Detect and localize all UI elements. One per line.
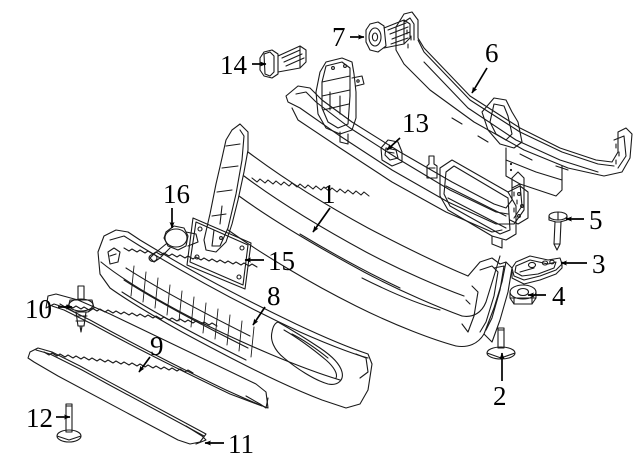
callout-number-10[interactable]: 10 (25, 294, 52, 324)
part-hex-flange-bolt (365, 19, 411, 53)
part-upper-crossmember (285, 85, 525, 233)
part-lower-center-bracket (439, 159, 529, 249)
leader-arrow-6 (471, 67, 488, 94)
leader-arrows (56, 34, 587, 446)
leader-arrow-9 (138, 356, 151, 373)
callout-number-12[interactable]: 12 (26, 403, 53, 433)
part-pin-type-retainer (548, 211, 568, 251)
callout-number-11[interactable]: 11 (228, 429, 254, 459)
part-side-mounting-bracket (511, 255, 563, 285)
part-bumper-impact-bar (395, 11, 633, 197)
callout-number-8[interactable]: 8 (267, 281, 281, 311)
callout-number-7[interactable]: 7 (332, 22, 346, 52)
callout-number-3[interactable]: 3 (592, 249, 606, 279)
callout-number-9[interactable]: 9 (150, 331, 164, 361)
callout-number-1[interactable]: 1 (322, 179, 336, 209)
part-push-pin-retainer-short (56, 403, 82, 443)
callout-number-13[interactable]: 13 (402, 108, 429, 138)
part-push-pin-retainer-long (486, 327, 516, 360)
part-hex-head-screw (259, 45, 307, 79)
callout-number-16[interactable]: 16 (163, 179, 190, 209)
part-front-bumper-cover (203, 123, 513, 348)
callout-number-6[interactable]: 6 (485, 38, 499, 68)
leader-arrow-1 (312, 207, 331, 233)
part-license-plate-bracket (186, 217, 252, 290)
part-christmas-tree-clip (67, 285, 95, 333)
part-lower-grille-valance (97, 229, 373, 409)
part-lower-spoiler-trim (27, 347, 207, 445)
part-flange-nut (509, 284, 537, 305)
callout-number-15[interactable]: 15 (268, 246, 295, 276)
callout-number-5[interactable]: 5 (589, 205, 603, 235)
part-lower-air-deflector (45, 293, 269, 409)
part-upper-left-bracket (315, 57, 365, 145)
callout-number-2[interactable]: 2 (493, 381, 507, 411)
part-push-in-fastener (148, 225, 199, 263)
leader-arrow-13 (386, 137, 401, 151)
callout-number-14[interactable]: 14 (220, 50, 247, 80)
leader-arrow-8 (252, 306, 266, 326)
callout-number-4[interactable]: 4 (552, 281, 566, 311)
